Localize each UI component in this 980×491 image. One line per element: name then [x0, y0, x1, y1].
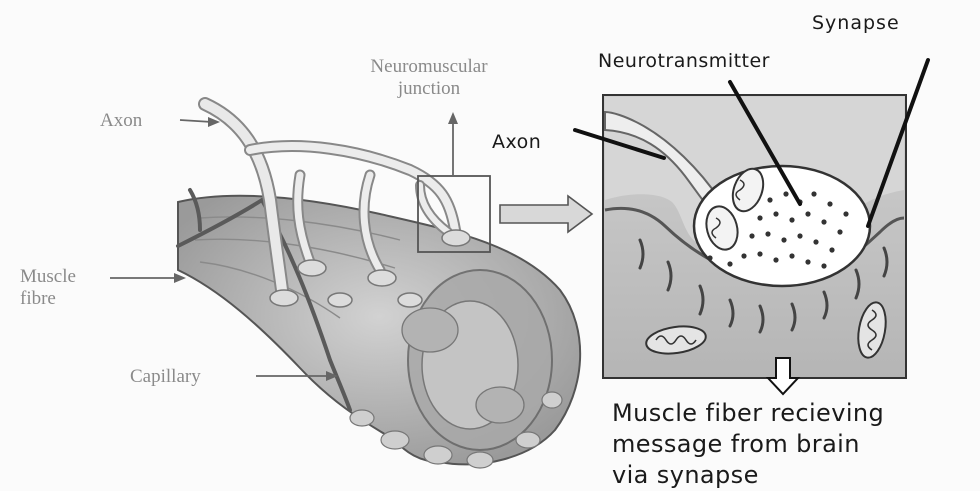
zoom-arrow [500, 196, 592, 232]
caption: Muscle fiber recieving message from brai… [612, 398, 884, 491]
axon-zoom-label: Axon [492, 131, 541, 153]
synapse-label: Synapse [812, 12, 900, 34]
muscle-fibre-shape [178, 196, 580, 468]
muscle-fibre-label: Muscle fibre [20, 266, 76, 310]
capillary-label: Capillary [130, 366, 201, 388]
nmj-pointer-arrow [448, 112, 458, 176]
muscle-fibre-pointer-arrow [110, 273, 186, 283]
synapse-zoom-panel [603, 95, 906, 378]
neurotransmitter-label: Neurotransmitter [598, 50, 770, 72]
neuromuscular-junction-label: Neuromuscular junction [344, 56, 514, 100]
axon-pointer-arrow [180, 117, 220, 127]
axon-label: Axon [100, 110, 142, 132]
